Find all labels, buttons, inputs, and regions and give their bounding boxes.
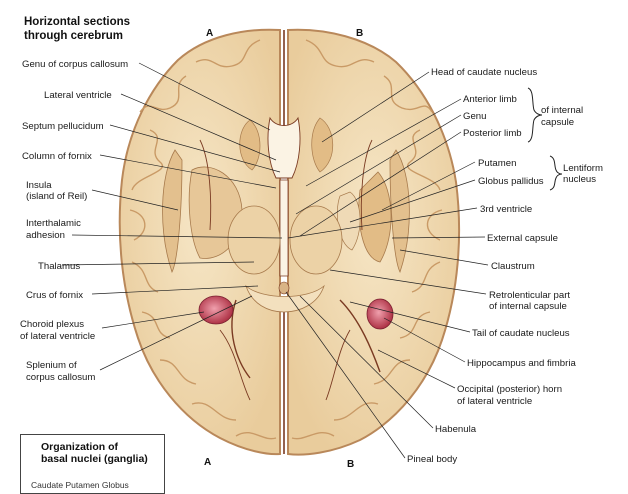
label-pineal-body: Pineal body: [407, 454, 457, 465]
organization-box-title: Organization of basal nuclei (ganglia): [41, 441, 148, 465]
anterior-horns: [267, 116, 301, 179]
label-claustrum: Claustrum: [491, 261, 535, 272]
organization-box-subtitle: Caudate Putamen Globus: [31, 480, 129, 490]
label-head-caudate: Head of caudate nucleus: [431, 67, 537, 78]
left-caudate-head: [239, 119, 261, 171]
right-thalamus: [289, 205, 343, 275]
vessels: [199, 139, 373, 401]
left-gyri: [129, 39, 277, 440]
plane-letter-top-right: B: [356, 28, 363, 39]
label-third-ventricle: 3rd ventricle: [480, 204, 532, 215]
pineal-body: [278, 281, 290, 295]
label-choroid-plexus-sub: of lateral ventricle: [20, 331, 95, 342]
label-retrolenticular: Retrolenticular part: [489, 290, 570, 301]
label-thalamus: Thalamus: [38, 261, 80, 272]
label-choroid-plexus: Choroid plexus: [20, 319, 84, 330]
label-lentiform-sub: nucleus: [563, 174, 596, 185]
leader-lines: [61, 62, 489, 459]
left-choroid-plexus: [198, 295, 234, 325]
right-occipital-horn: [339, 299, 381, 373]
label-internal-capsule: of internal: [541, 105, 583, 116]
plane-letter-bottom-right: B: [347, 459, 354, 470]
label-habenula: Habenula: [435, 424, 477, 435]
plane-letter-bottom-left: A: [204, 457, 211, 468]
label-interthalamic-sub: adhesion: [26, 230, 65, 241]
right-choroid-plexus: [366, 298, 394, 330]
third-ventricle: [279, 179, 289, 277]
label-genu: Genu: [463, 111, 486, 122]
label-splenium-sub: corpus callosum: [26, 372, 95, 383]
plane-letter-top-left: A: [206, 28, 213, 39]
label-tail-caudate: Tail of caudate nucleus: [472, 328, 570, 339]
left-insula: [162, 149, 183, 274]
label-lentiform: Lentiform: [563, 163, 603, 174]
label-hippocampus: Hippocampus and fimbria: [467, 358, 576, 369]
organization-box: Organization of basal nuclei (ganglia) C…: [20, 434, 165, 494]
label-column-of-fornix: Column of fornix: [22, 151, 92, 162]
label-septum-pellucidum: Septum pellucidum: [22, 121, 104, 132]
label-external-capsule: External capsule: [487, 233, 558, 244]
left-occipital-horn: [231, 299, 251, 379]
internal-capsule-brace: [527, 87, 543, 143]
right-caudate-head: [311, 117, 334, 173]
lentiform-brace: [549, 155, 563, 191]
label-crus-of-fornix: Crus of fornix: [26, 290, 83, 301]
title-line-1: Horizontal sections: [24, 16, 130, 28]
label-insula: Insula: [26, 180, 52, 191]
title-line-2: through cerebrum: [24, 30, 123, 42]
label-internal-capsule-sub: capsule: [541, 117, 574, 128]
right-globus-pallidus: [336, 191, 361, 251]
left-labels: Genu of corpus callosum Lateral ventricl…: [20, 59, 128, 383]
right-labels: Head of caudate nucleus Anterior limb Ge…: [407, 67, 603, 465]
label-putamen: Putamen: [478, 158, 516, 169]
label-interthalamic: Interthalamic: [26, 218, 81, 229]
label-retrolenticular-sub: of internal capsule: [489, 301, 567, 312]
label-splenium: Splenium of: [26, 360, 77, 371]
label-globus-pallidus: Globus pallidus: [478, 176, 544, 187]
label-occipital-horn: Occipital (posterior) horn: [457, 384, 562, 395]
label-insula-sub: (island of Reil): [26, 191, 87, 202]
left-thalamus: [227, 205, 281, 275]
splenium: [245, 284, 325, 313]
label-occipital-horn-sub: of lateral ventricle: [457, 396, 532, 407]
brain-section: [118, 28, 461, 456]
label-lateral-ventricle: Lateral ventricle: [44, 90, 112, 101]
right-insula: [389, 149, 410, 274]
label-genu-corpus-callosum: Genu of corpus callosum: [22, 59, 128, 70]
label-posterior-limb: Posterior limb: [463, 128, 522, 139]
label-anterior-limb: Anterior limb: [463, 94, 517, 105]
